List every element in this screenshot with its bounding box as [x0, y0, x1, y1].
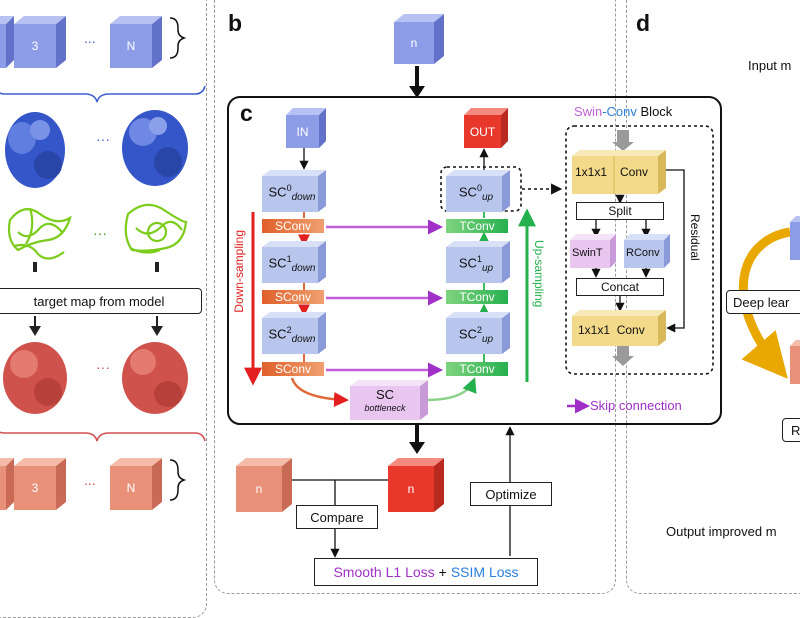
diagram-connectors: ··· ··· ··· [0, 17, 791, 558]
sc-down-0-label: SC0down [268, 183, 316, 203]
ssim-loss: SSIM Loss [450, 564, 519, 580]
red-density-right [122, 342, 188, 414]
in-cube: IN [286, 108, 326, 148]
d-red-cube [790, 340, 800, 384]
compare-box: Compare [296, 505, 378, 529]
blue-cube-n: N [110, 14, 162, 68]
green-model-right [124, 203, 188, 254]
sc-bottleneck: SC bottleneck [350, 380, 428, 420]
blue-density-left [5, 112, 65, 188]
sc-down-2: SC2down [262, 312, 326, 354]
sconv-band-1: SConv [262, 290, 324, 304]
blue-cube-3: 3 [14, 14, 66, 68]
red-cube-n: N [110, 456, 162, 510]
skip-connection-label: Skip connection [590, 398, 682, 413]
deep-learning-arrow [738, 227, 791, 379]
split-box: Split [576, 202, 664, 220]
top-conv-left-label: 1x1x1 [575, 165, 608, 179]
tconv-band-0: TConv [446, 219, 508, 233]
input-cube: n [394, 12, 444, 64]
loss-plus: + [438, 564, 447, 580]
smooth-l1-loss: Smooth L1 Loss [333, 564, 435, 580]
loss-box: Smooth L1 Loss + SSIM Loss [314, 558, 538, 586]
top-conv-right-label: Conv [620, 165, 649, 179]
output-text: Output improved m [666, 524, 777, 539]
tconv-band-2: TConv [446, 362, 508, 376]
top-1x1x1-conv: 1x1x1 Conv [572, 150, 666, 194]
up-sampling-label: Up-sampling [532, 240, 546, 308]
brace-bottom-right [169, 459, 187, 501]
sc-up-0: SC0up [446, 170, 510, 212]
panel-d-label: d [636, 10, 651, 36]
panel-d-frame [626, 0, 800, 594]
swint-label: SwinT [572, 247, 603, 259]
sconv-band-2: SConv [262, 362, 324, 376]
swint-cube: SwinT [570, 234, 616, 268]
sc-down-2-label: SC2down [268, 325, 316, 345]
cube-label: N [126, 39, 136, 53]
rconv-cube: RConv [624, 234, 670, 268]
r-box: R [782, 418, 800, 442]
panel-b-label: b [228, 10, 243, 36]
brace-blue [0, 85, 206, 103]
input-text: Input m [748, 58, 792, 73]
down-sampling-label: Down-sampling [232, 230, 246, 313]
swin-conv-block-frame [565, 125, 714, 375]
svg-text:···: ··· [96, 359, 110, 375]
ellipsis-top: ... [84, 30, 96, 46]
panel-c-frame [227, 96, 722, 425]
sc-down-0: SC0down [262, 170, 326, 212]
blue-cube-1 [0, 14, 14, 68]
cube-label: N [126, 481, 136, 495]
svg-text:···: ··· [93, 225, 107, 241]
sc-up-0-label: SC0up [458, 183, 494, 203]
sc-bottleneck-sub: bottleneck [364, 403, 406, 413]
cube-label: n [410, 36, 418, 50]
swin-conv-title: Swin-Conv Block [574, 104, 673, 119]
sc-bottleneck-label: SC [375, 387, 395, 402]
svg-text:···: ··· [96, 131, 110, 147]
concat-box: Concat [576, 278, 664, 296]
brace-top-right [169, 17, 187, 59]
green-model-left [7, 207, 72, 260]
rconv-label: RConv [626, 247, 660, 259]
blue-density-right [122, 110, 188, 186]
cube-label: OUT [469, 124, 496, 139]
cube-label: IN [296, 124, 309, 139]
deep-learning-box: Deep lear [726, 290, 800, 314]
residual-label: Residual [688, 214, 702, 261]
ellipsis-bottom: ... [84, 472, 96, 488]
red-density-left [3, 342, 67, 414]
sc-up-2-label: SC2up [458, 325, 494, 345]
d-blue-cube [790, 216, 800, 260]
predicted-cube: n [236, 456, 292, 512]
optimize-box: Optimize [470, 482, 552, 506]
red-cube-3: 3 [14, 456, 66, 510]
target-cube: n [388, 456, 444, 512]
cube-label: 3 [31, 481, 39, 495]
cube-label: n [255, 482, 263, 496]
red-cube-1 [0, 456, 14, 510]
sconv-band-0: SConv [262, 219, 324, 233]
cube-label: 3 [31, 39, 39, 53]
panel-b-frame [214, 0, 616, 594]
sc-down-1: SC1down [262, 241, 326, 283]
tconv-band-1: TConv [446, 290, 508, 304]
cube-label: n [407, 482, 415, 496]
out-cube: OUT [464, 108, 508, 148]
sc-up-2: SC2up [446, 312, 510, 354]
bottom-1x1x1-conv: 1x1x1 Conv [572, 310, 666, 346]
bottom-conv-label: 1x1x1 Conv [578, 323, 645, 337]
sc-up-1: SC1up [446, 241, 510, 283]
sc-up-1-label: SC1up [458, 254, 494, 274]
sc-down-1-label: SC1down [268, 254, 316, 274]
panel-c-label: c [240, 100, 253, 126]
target-map-box: target map from model [0, 288, 202, 314]
brace-red [0, 431, 206, 442]
